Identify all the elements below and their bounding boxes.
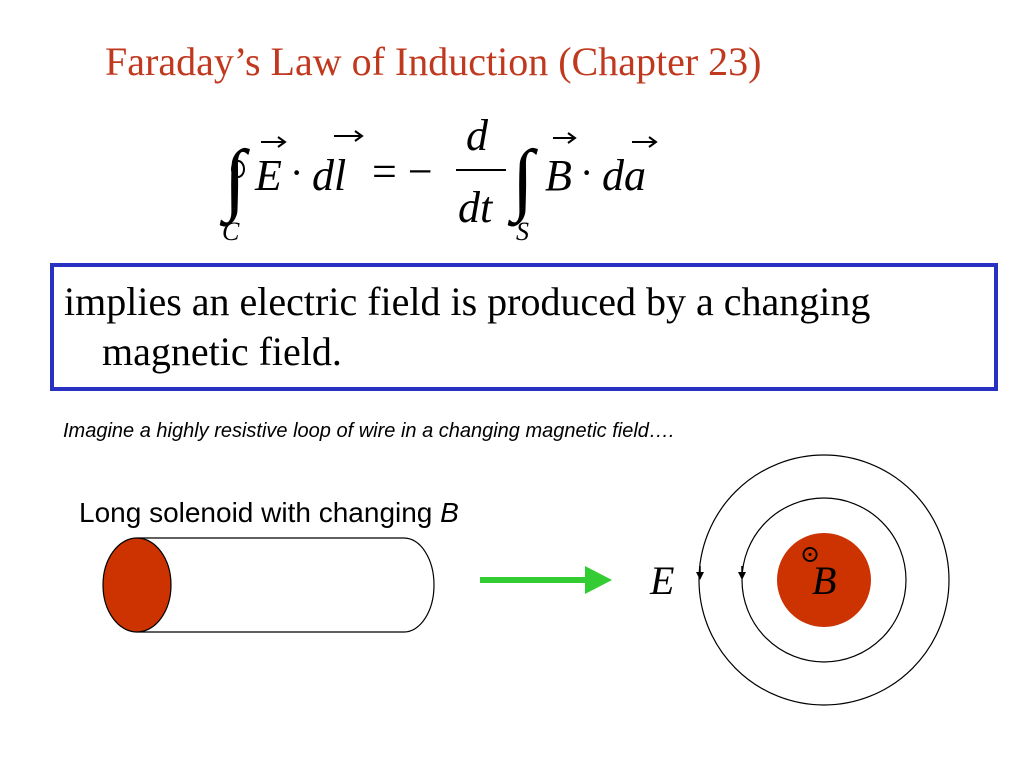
statement-text: implies an electric field is produced by… — [64, 279, 871, 374]
rhs-dot: · — [580, 150, 593, 195]
vector-arrow-icon — [632, 136, 658, 148]
fraction-numerator: d — [466, 111, 489, 160]
contour-label: C — [222, 217, 240, 246]
slide-title: Faraday’s Law of Induction (Chapter 23) — [105, 39, 762, 84]
surface-label: S — [516, 217, 529, 246]
lhs-dot: · — [290, 150, 303, 195]
vector-arrow-icon — [261, 136, 287, 148]
vector-arrow-icon — [334, 130, 364, 142]
equals-minus: = − — [372, 147, 433, 196]
faraday-equation: ∫ C E · dl = − d dt ∫ S B · da — [219, 111, 658, 246]
imagine-caption: Imagine a highly resistive loop of wire … — [63, 420, 675, 442]
outer-e-field-loop — [698, 454, 950, 706]
down-arrow-icon — [696, 566, 704, 580]
solenoid-end-cap — [102, 537, 172, 633]
solenoid-diagram: ⊙ B E — [102, 454, 950, 706]
contour-integral-sign: ∫ — [219, 135, 251, 227]
contour-circle — [231, 160, 245, 178]
b-field-label: B — [812, 558, 836, 603]
down-arrow-icon — [738, 566, 746, 580]
lhs-field: E — [254, 151, 282, 200]
rhs-field: B — [545, 151, 572, 200]
rhs-element: da — [602, 151, 646, 200]
surface-integral-sign: ∫ — [507, 135, 539, 227]
solenoid-label: Long solenoid with changing B — [79, 497, 459, 529]
arrow-right-icon — [480, 566, 612, 594]
out-of-page-symbol: ⊙ — [800, 542, 820, 568]
lhs-element: dl — [312, 151, 346, 200]
magnetic-field-region — [777, 533, 871, 627]
solenoid-label-variable: B — [440, 497, 459, 528]
statement-box: implies an electric field is produced by… — [50, 263, 998, 391]
vector-arrow-icon — [553, 132, 577, 144]
solenoid-body — [137, 537, 435, 633]
e-field-label: E — [649, 558, 674, 603]
solenoid-label-prefix: Long solenoid with changing — [79, 497, 441, 528]
fraction-denominator: dt — [458, 183, 494, 232]
